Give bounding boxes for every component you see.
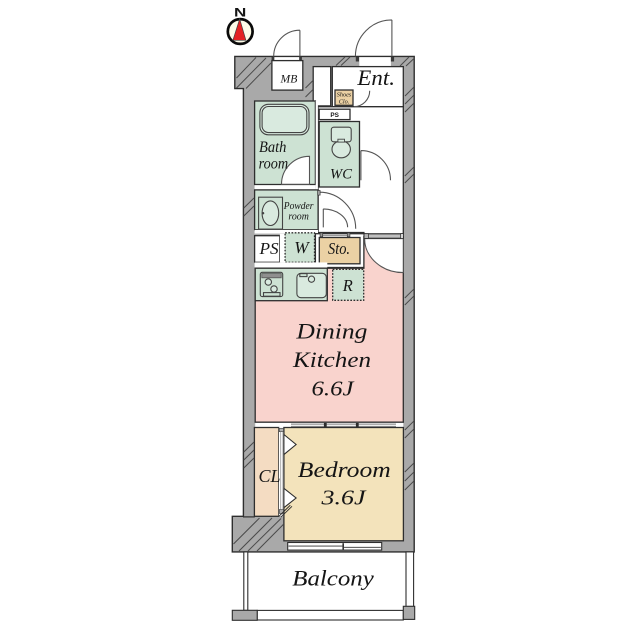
svg-text:PS: PS (258, 239, 278, 258)
svg-text:room: room (288, 212, 309, 223)
svg-text:R: R (342, 276, 353, 295)
svg-text:WC: WC (330, 167, 352, 183)
svg-text:PS: PS (330, 112, 339, 119)
svg-text:Powder: Powder (283, 201, 314, 212)
svg-text:N: N (234, 7, 246, 20)
svg-text:Kitchen: Kitchen (292, 348, 371, 372)
svg-text:Clo.: Clo. (339, 99, 350, 106)
svg-text:Bath: Bath (259, 139, 286, 156)
svg-text:Balcony: Balcony (292, 566, 374, 590)
svg-text:room: room (259, 156, 289, 173)
svg-text:Dining: Dining (295, 319, 367, 343)
svg-text:Shoes: Shoes (337, 91, 352, 98)
svg-text:MB: MB (279, 74, 297, 86)
svg-text:Ent.: Ent. (356, 65, 395, 90)
svg-text:6.6J: 6.6J (312, 376, 356, 400)
svg-text:Bedroom: Bedroom (298, 457, 391, 482)
svg-text:W: W (294, 238, 310, 257)
svg-text:3.6J: 3.6J (320, 486, 367, 510)
svg-text:Sto.: Sto. (328, 239, 350, 258)
svg-text:CL: CL (258, 466, 280, 486)
